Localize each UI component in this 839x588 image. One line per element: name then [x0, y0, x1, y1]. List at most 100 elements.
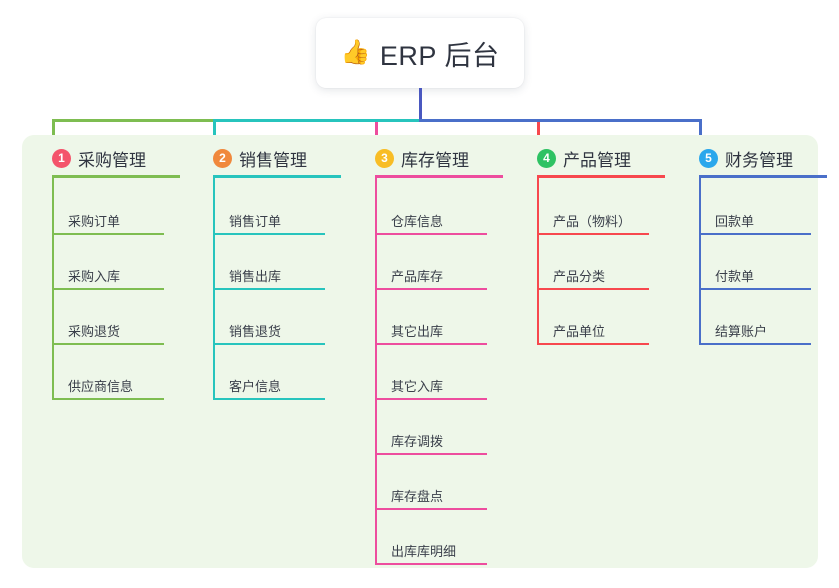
root-title: 👍 ERP 后台 — [341, 34, 500, 73]
leaf-item-underline — [375, 453, 487, 455]
mindmap-panel: 1 采购管理采购订单采购入库采购退货供应商信息 2 销售管理销售订单销售出库销售退货客… — [22, 135, 827, 568]
leaf-item-underline — [537, 233, 649, 235]
leaf-item[interactable]: 产品分类 — [537, 248, 649, 290]
leaf-item-underline — [213, 233, 325, 235]
branch-header-4[interactable]: 4 产品管理 — [537, 146, 631, 171]
connector-drop-1 — [52, 119, 55, 146]
branch-title-4: 产品管理 — [563, 151, 631, 170]
leaf-item-label: 客户信息 — [229, 379, 282, 394]
thumbs-up-icon: 👍 — [340, 39, 371, 66]
leaf-item-underline — [699, 288, 811, 290]
branch-title-3: 库存管理 — [401, 151, 469, 170]
leaf-item-label: 库存调拨 — [391, 434, 444, 449]
leaf-item-label: 产品分类 — [553, 269, 606, 284]
leaf-item[interactable]: 采购退货 — [52, 303, 164, 345]
leaf-item-underline — [537, 288, 649, 290]
leaf-item-underline — [213, 398, 325, 400]
branch-underline-3 — [375, 175, 503, 178]
leaf-item-underline — [52, 343, 164, 345]
branch-stem-3 — [375, 175, 377, 565]
root-node-card[interactable]: 👍 ERP 后台 — [316, 18, 524, 88]
branch-header-5[interactable]: 5 财务管理 — [699, 146, 793, 171]
branch-badge-3: 3 — [375, 149, 394, 168]
leaf-item-label: 库存盘点 — [391, 489, 444, 504]
branch-header-3[interactable]: 3 库存管理 — [375, 146, 469, 171]
branch-badge-4: 4 — [537, 149, 556, 168]
leaf-item[interactable]: 付款单 — [699, 248, 811, 290]
leaf-item-label: 销售退货 — [229, 324, 282, 339]
leaf-item[interactable]: 其它入库 — [375, 358, 487, 400]
leaf-item[interactable]: 客户信息 — [213, 358, 325, 400]
leaf-item[interactable]: 供应商信息 — [52, 358, 164, 400]
leaf-item[interactable]: 出库库明细 — [375, 523, 487, 565]
leaf-item-label: 其它入库 — [391, 379, 444, 394]
branch-stem-1 — [52, 175, 54, 400]
leaf-item-underline — [537, 343, 649, 345]
leaf-item-underline — [375, 288, 487, 290]
leaf-item[interactable]: 结算账户 — [699, 303, 811, 345]
root-stem — [419, 88, 422, 120]
branch-title-5: 财务管理 — [725, 151, 793, 170]
connector-drop-3 — [375, 119, 378, 146]
leaf-item[interactable]: 库存盘点 — [375, 468, 487, 510]
leaf-item-label: 销售订单 — [229, 214, 282, 229]
branch-title-2: 销售管理 — [239, 151, 307, 170]
leaf-item-underline — [52, 233, 164, 235]
leaf-item-underline — [213, 343, 325, 345]
leaf-item-label: 出库库明细 — [391, 544, 457, 559]
leaf-item[interactable]: 其它出库 — [375, 303, 487, 345]
leaf-item-label: 采购订单 — [68, 214, 121, 229]
leaf-item-label: 产品（物料） — [553, 214, 632, 229]
leaf-item[interactable]: 产品单位 — [537, 303, 649, 345]
leaf-item-underline — [375, 343, 487, 345]
branch-underline-2 — [213, 175, 341, 178]
leaf-item-label: 付款单 — [715, 269, 755, 284]
branch-badge-2: 2 — [213, 149, 232, 168]
leaf-item[interactable]: 产品库存 — [375, 248, 487, 290]
branch-header-1[interactable]: 1 采购管理 — [52, 146, 146, 171]
branch-title-1: 采购管理 — [78, 151, 146, 170]
leaf-item-underline — [375, 398, 487, 400]
branch-underline-4 — [537, 175, 665, 178]
branch-header-2[interactable]: 2 销售管理 — [213, 146, 307, 171]
leaf-item-label: 产品库存 — [391, 269, 444, 284]
leaf-item-label: 采购入库 — [68, 269, 121, 284]
leaf-item-label: 回款单 — [715, 214, 755, 229]
branch-stem-4 — [537, 175, 539, 345]
leaf-item[interactable]: 销售订单 — [213, 193, 325, 235]
leaf-item[interactable]: 回款单 — [699, 193, 811, 235]
leaf-item-label: 结算账户 — [715, 324, 768, 339]
connector-drop-4 — [537, 119, 540, 146]
connector-bus-segment-3 — [419, 119, 702, 122]
branch-badge-5: 5 — [699, 149, 718, 168]
leaf-item-label: 仓库信息 — [391, 214, 444, 229]
branch-badge-1: 1 — [52, 149, 71, 168]
connector-bus-segment-1 — [52, 119, 216, 122]
leaf-item-underline — [375, 563, 487, 565]
leaf-item[interactable]: 销售退货 — [213, 303, 325, 345]
leaf-item-underline — [699, 233, 811, 235]
leaf-item[interactable]: 仓库信息 — [375, 193, 487, 235]
branch-stem-2 — [213, 175, 215, 400]
leaf-item-underline — [375, 233, 487, 235]
leaf-item-underline — [375, 508, 487, 510]
leaf-item-label: 其它出库 — [391, 324, 444, 339]
leaf-item-underline — [213, 288, 325, 290]
connector-drop-5 — [699, 119, 702, 146]
branch-underline-5 — [699, 175, 827, 178]
leaf-item-underline — [52, 288, 164, 290]
leaf-item[interactable]: 采购订单 — [52, 193, 164, 235]
leaf-item-underline — [699, 343, 811, 345]
leaf-item[interactable]: 采购入库 — [52, 248, 164, 290]
leaf-item-underline — [52, 398, 164, 400]
branch-stem-5 — [699, 175, 701, 345]
leaf-item-label: 采购退货 — [68, 324, 121, 339]
leaf-item-label: 产品单位 — [553, 324, 606, 339]
leaf-item[interactable]: 产品（物料） — [537, 193, 649, 235]
leaf-item[interactable]: 库存调拨 — [375, 413, 487, 455]
leaf-item-label: 供应商信息 — [68, 379, 134, 394]
leaf-item[interactable]: 销售出库 — [213, 248, 325, 290]
branch-underline-1 — [52, 175, 180, 178]
connector-drop-2 — [213, 119, 216, 146]
root-title-text: ERP 后台 — [379, 40, 500, 71]
